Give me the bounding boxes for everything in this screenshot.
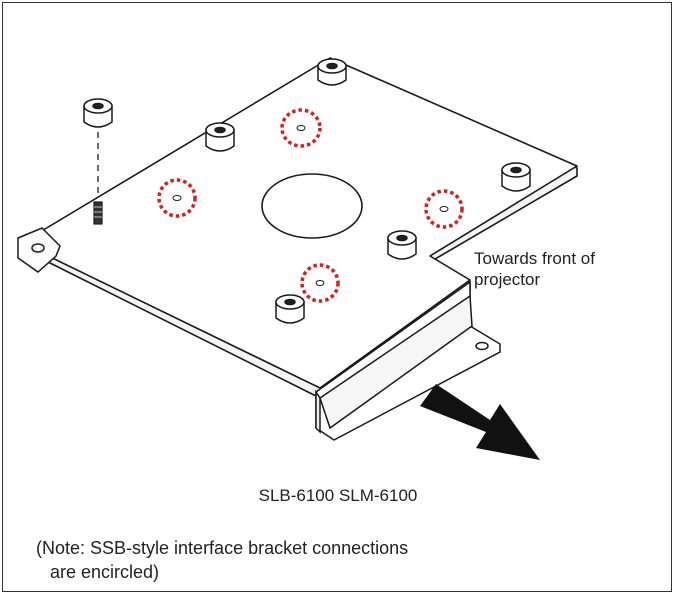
- standoff-foot: [275, 294, 305, 324]
- front-flange: [315, 280, 501, 441]
- front-direction-label-line1: Towards front of: [474, 249, 595, 268]
- encircled-connection-holes: [157, 108, 464, 303]
- standoff-foot: [317, 58, 347, 86]
- detached-standoff-foot: [83, 98, 113, 128]
- note-line-1: (Note: SSB-style interface bracket conne…: [36, 538, 409, 558]
- standoff-feet: [83, 58, 531, 324]
- connection-hole-circle: [157, 178, 197, 218]
- note-text: (Note: SSB-style interface bracket conne…: [36, 536, 576, 584]
- connection-hole-circle: [424, 189, 464, 229]
- screw-stud: [93, 201, 103, 225]
- standoff-foot: [501, 162, 531, 192]
- left-tab: [17, 227, 61, 273]
- note-line-2: are encircled): [50, 562, 160, 582]
- connection-hole-circle: [280, 108, 322, 148]
- arrow-right-down-icon: [420, 384, 540, 460]
- standoff-foot: [205, 122, 235, 152]
- front-direction-label-line2: projector: [474, 270, 541, 289]
- standoff-foot: [387, 230, 417, 260]
- model-numbers: SLB-6100 SLM-6100: [258, 486, 418, 505]
- connection-hole-circle: [300, 263, 340, 303]
- front-direction-label: Towards front of projector: [474, 248, 654, 290]
- center-hole: [261, 173, 363, 239]
